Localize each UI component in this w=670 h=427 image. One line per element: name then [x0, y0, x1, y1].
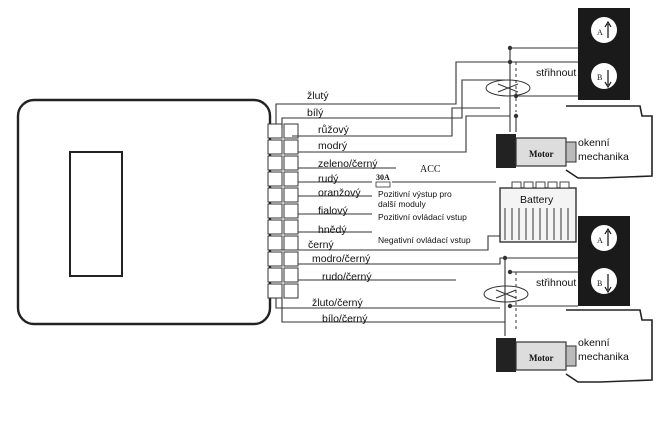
connector-pins [267, 123, 299, 299]
motor-bottom: Motor okenní mechanika [496, 309, 653, 383]
switch-b-bottom-label: B [597, 279, 602, 288]
motor-bottom-label: Motor [529, 353, 554, 363]
module-window [69, 151, 123, 277]
switch-top: A B [578, 8, 630, 100]
switch-top-wiring: střihnout [485, 45, 578, 132]
wire-label-oranzovy: oranžový [318, 187, 361, 199]
motor-top: Motor okenní mechanika [496, 105, 653, 179]
wire-label-zluty: žlutý [307, 90, 329, 102]
wire-label-modry: modrý [318, 140, 348, 152]
window-bottom-label-1: okenní [578, 337, 610, 349]
control-module [16, 98, 272, 326]
fuse-label: 30A [376, 173, 390, 182]
wire-label-rudy: rudý [318, 173, 339, 185]
battery-icon: Battery [499, 181, 577, 243]
positive-control-label: Pozitivní ovládací vstup [378, 212, 467, 222]
wire-label-zluto-cerny: žluto/černý [312, 297, 364, 309]
cut-mark-top [485, 79, 531, 97]
wires [275, 61, 512, 323]
positive-output-label-line2: další moduly [378, 199, 426, 209]
cut-label-bottom: střihnout [536, 277, 576, 289]
wire-label-modro-cerny: modro/černý [312, 253, 371, 265]
acc-label: ACC [420, 164, 441, 175]
negative-control-label: Negativní ovládací vstup [378, 235, 471, 245]
wire-label-hnedy: hnědý [318, 224, 347, 236]
switch-b-top-label: B [597, 73, 602, 82]
fuse-icon [375, 181, 391, 188]
wire-labels: žlutý bílý růžový modrý zeleno/černý rud… [307, 90, 378, 325]
switch-bottom: A B [578, 216, 630, 306]
window-top-label-2: mechanika [578, 151, 629, 163]
wire-label-rudo-cerny: rudo/černý [322, 271, 372, 283]
cut-mark-bottom [483, 285, 529, 303]
wire-label-bily: bílý [307, 107, 324, 119]
battery-label: Battery [520, 194, 554, 206]
switch-bottom-wiring: střihnout [483, 255, 578, 336]
wire-label-bilo-cerny: bílo/černý [322, 313, 368, 325]
switch-a-bottom-label: A [597, 236, 603, 245]
cut-label-top: střihnout [536, 67, 576, 79]
switch-a-top-label: A [597, 28, 603, 37]
wire-label-ruzovy: růžový [318, 124, 350, 136]
motor-top-label: Motor [529, 149, 554, 159]
wire-label-zeleno-cerny: zeleno/černý [318, 158, 378, 170]
window-bottom-label-2: mechanika [578, 351, 629, 363]
wire-label-fialovy: fialový [318, 205, 349, 217]
wire-label-cerny: černý [308, 239, 334, 251]
positive-output-label: Pozitivní výstup pro [378, 189, 452, 199]
window-top-label-1: okenní [578, 137, 610, 149]
